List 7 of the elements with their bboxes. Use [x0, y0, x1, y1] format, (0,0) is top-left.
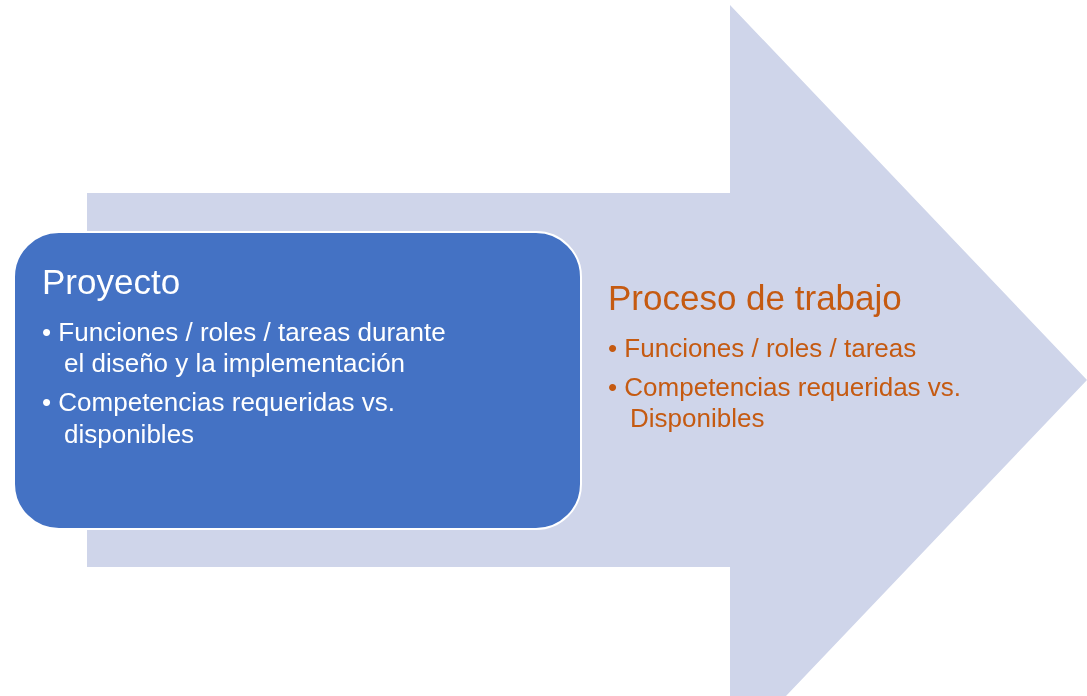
- heading: Proyecto: [42, 261, 181, 303]
- bullet-item: • Competencias requeridas vs. disponibles: [42, 387, 397, 450]
- rounded-box: [13, 231, 582, 530]
- bullet-item: • Competencias requeridas vs. Disponibles: [608, 372, 963, 435]
- bullet-item: • Funciones / roles / tareas durante el diseño y la implementación: [42, 317, 447, 380]
- bullet-item: • Funciones / roles / tareas: [608, 333, 918, 365]
- heading: Proceso de trabajo: [608, 277, 902, 319]
